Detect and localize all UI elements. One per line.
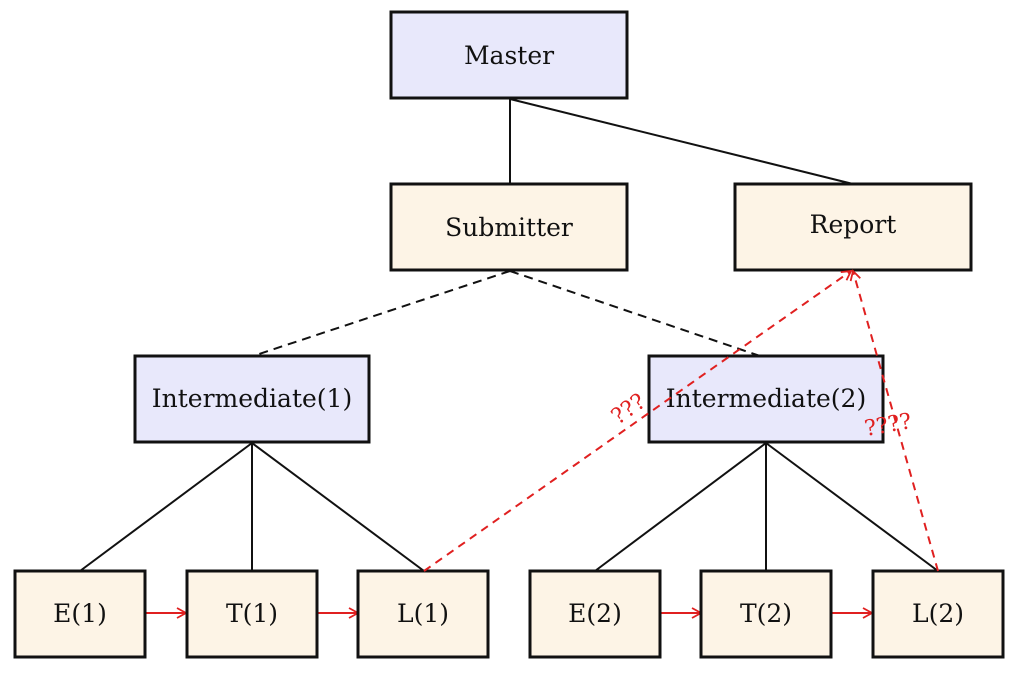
node-intermediate-1-label: Intermediate(1)	[152, 384, 352, 413]
node-l2: L(2)	[871, 569, 1005, 659]
node-l1-label: L(1)	[397, 599, 449, 628]
edges	[79, 98, 939, 619]
arrow-l2-report	[849, 269, 939, 572]
arrow-l1-report	[423, 269, 853, 572]
node-report: Report	[733, 182, 973, 272]
question-marks-left: ???	[607, 389, 650, 430]
node-l2-label: L(2)	[912, 599, 964, 628]
nodes: Master Submitter Report Intermediate(1) …	[13, 10, 1005, 659]
edge-intermediate-1-l1	[251, 442, 425, 572]
node-e2: E(2)	[528, 569, 662, 659]
node-e1-label: E(1)	[53, 599, 107, 628]
node-report-label: Report	[810, 210, 897, 239]
edge-master-report	[509, 98, 854, 185]
node-intermediate-1: Intermediate(1)	[133, 354, 371, 444]
node-t1: T(1)	[185, 569, 319, 659]
edge-intermediate-2-l2	[765, 442, 939, 572]
node-intermediate-2-label: Intermediate(2)	[666, 384, 866, 413]
node-t2-label: T(2)	[740, 599, 792, 628]
node-intermediate-2: Intermediate(2)	[647, 354, 885, 444]
node-t1-label: T(1)	[226, 599, 278, 628]
node-e1: E(1)	[13, 569, 147, 659]
node-submitter: Submitter	[389, 182, 629, 272]
node-t2: T(2)	[699, 569, 833, 659]
node-master-label: Master	[464, 41, 554, 70]
node-l1: L(1)	[356, 569, 490, 659]
edge-submitter-intermediate-1	[252, 270, 511, 357]
node-e2-label: E(2)	[568, 599, 622, 628]
edge-intermediate-2-e2	[594, 442, 767, 572]
node-submitter-label: Submitter	[445, 213, 573, 242]
edge-submitter-intermediate-2	[509, 270, 761, 357]
edge-intermediate-1-e1	[79, 442, 253, 572]
node-master: Master	[389, 10, 629, 100]
